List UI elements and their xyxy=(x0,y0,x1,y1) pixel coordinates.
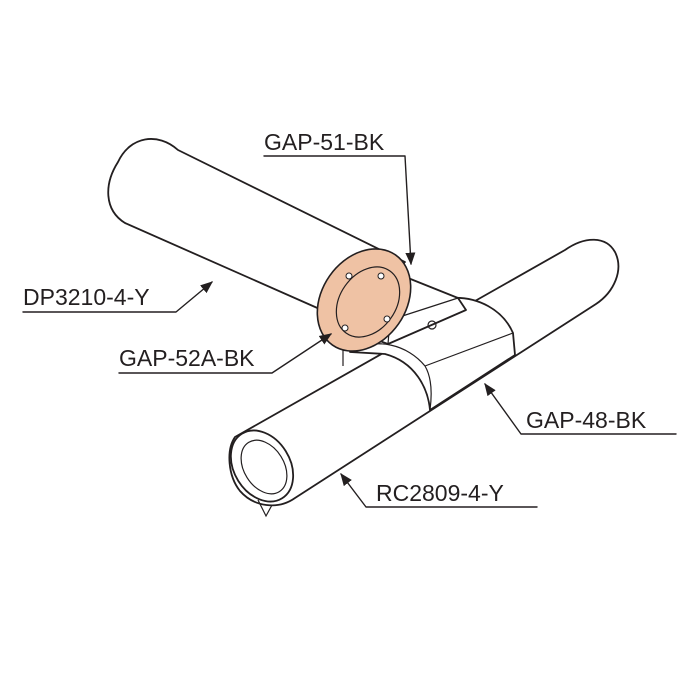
pipe-opening xyxy=(229,429,295,503)
bracket-hole xyxy=(427,320,437,330)
flange xyxy=(316,248,412,352)
label-gap-48: GAP-48-BK xyxy=(484,382,677,435)
label-rc2809: RC2809-4-Y xyxy=(340,472,538,508)
label-gap-51: GAP-51-BK xyxy=(263,129,416,266)
label-text-gap-52a: GAP-52A-BK xyxy=(119,345,255,371)
label-text-rc2809: RC2809-4-Y xyxy=(376,480,504,506)
label-gap-52a: GAP-52A-BK xyxy=(118,333,333,374)
label-text-gap-48: GAP-48-BK xyxy=(526,407,647,433)
saddle-clamp xyxy=(349,296,516,411)
label-text-gap-51: GAP-51-BK xyxy=(264,129,385,155)
flange-disc xyxy=(316,248,412,352)
label-text-dp3210: DP3210-4-Y xyxy=(23,284,150,310)
label-dp3210: DP3210-4-Y xyxy=(22,281,213,313)
